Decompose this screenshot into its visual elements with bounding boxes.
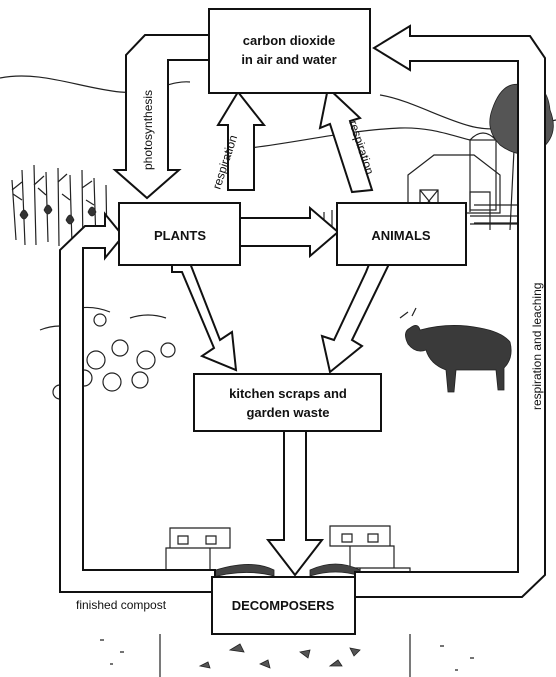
scraps-to-decomposers-arrow	[268, 430, 322, 575]
carbon-dioxide-box	[209, 9, 370, 93]
carbon-dioxide-label-2: in air and water	[241, 52, 336, 67]
kitchen-scraps-box	[194, 374, 381, 431]
animals-label: ANIMALS	[371, 228, 431, 243]
kitchen-scraps-label-2: garden waste	[246, 405, 329, 420]
carbon-dioxide-label-1: carbon dioxide	[243, 33, 335, 48]
soil-sketch	[100, 634, 474, 677]
respiration-leaching-label: respiration and leaching	[530, 283, 544, 410]
plants-to-animals-arrow	[228, 208, 338, 256]
decomposers-label: DECOMPOSERS	[232, 598, 335, 613]
kitchen-scraps-label-1: kitchen scraps and	[229, 386, 347, 401]
photosynthesis-arrow	[115, 35, 210, 198]
photosynthesis-label: photosynthesis	[141, 90, 155, 170]
plants-label: PLANTS	[154, 228, 206, 243]
animals-to-scraps-arrow	[322, 262, 390, 372]
finished-compost-label: finished compost	[76, 598, 167, 612]
plants-to-scraps-arrow	[172, 258, 236, 370]
cow-sketch	[400, 308, 511, 392]
